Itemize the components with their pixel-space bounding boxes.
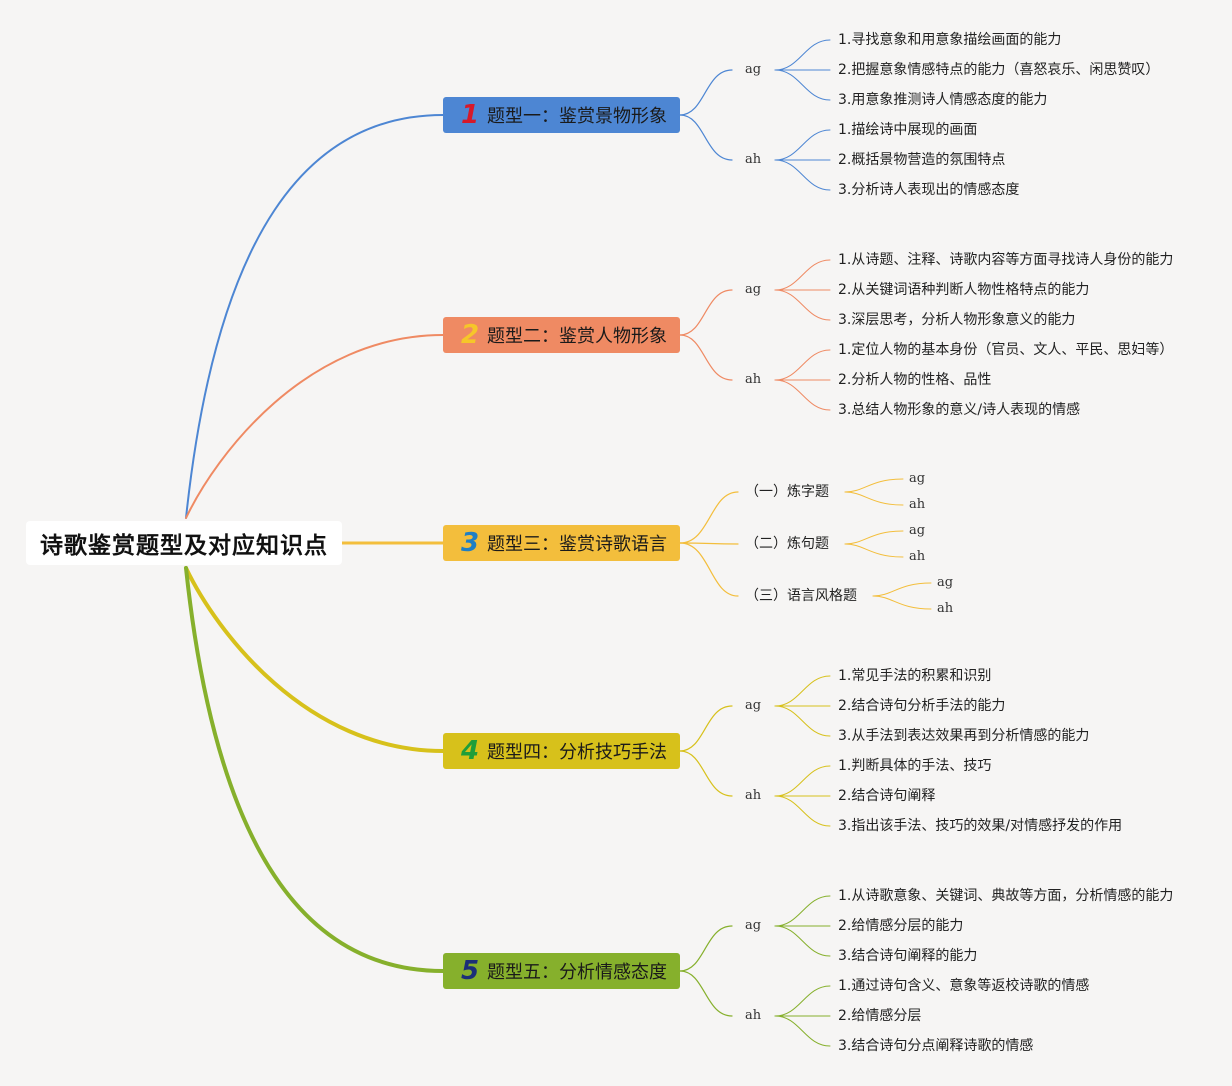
leaf-link <box>844 478 904 493</box>
branch-label: 题型五：分析情感态度 <box>487 962 667 983</box>
branch-label: 题型四：分析技巧手法 <box>487 742 667 763</box>
leaf-link <box>774 349 831 381</box>
leaf-link <box>844 530 904 545</box>
group-link <box>679 705 733 752</box>
branch-topic-5[interactable]: 5 题型五：分析情感态度 <box>443 953 680 989</box>
group-link <box>679 334 733 381</box>
leaf-item[interactable]: 1.定位人物的基本身份（官员、文人、平民、思妇等） <box>838 342 1174 358</box>
leaf-item[interactable]: 3.从手法到表达效果再到分析情感的能力 <box>838 728 1090 744</box>
leaf-item[interactable]: 2.分析人物的性格、品性 <box>838 372 992 388</box>
root-link-1 <box>185 114 444 519</box>
group-label-ag[interactable]: ag <box>745 62 762 77</box>
group-label-ah[interactable]: ah <box>745 152 762 167</box>
leaf-link <box>774 39 831 71</box>
group-label-ag[interactable]: ag <box>745 282 762 297</box>
leaf-item[interactable]: ah <box>909 497 926 512</box>
leaf-item[interactable]: 3.用意象推测诗人情感态度的能力 <box>838 92 1048 108</box>
branch-number: 3 <box>461 528 480 558</box>
leaf-link <box>774 765 831 797</box>
leaf-item[interactable]: 2.结合诗句阐释 <box>838 788 936 804</box>
branch-topic-4[interactable]: 4 题型四：分析技巧手法 <box>443 733 680 769</box>
leaf-item[interactable]: 2.结合诗句分析手法的能力 <box>838 698 1006 714</box>
leaf-link <box>774 705 831 737</box>
sub-topic[interactable]: （二）炼句题 <box>745 536 829 552</box>
leaf-item[interactable]: 1.描绘诗中展现的画面 <box>838 122 978 138</box>
sub-topic[interactable]: （三）语言风格题 <box>745 588 857 604</box>
root-topic[interactable]: 诗歌鉴赏题型及对应知识点 <box>26 521 342 565</box>
branch-number: 5 <box>461 956 480 986</box>
leaf-item[interactable]: 1.常见手法的积累和识别 <box>838 668 992 684</box>
leaf-item[interactable]: 1.判断具体的手法、技巧 <box>838 758 992 774</box>
sub-link <box>679 542 739 545</box>
leaf-link <box>844 543 904 558</box>
leaf-item[interactable]: ah <box>909 549 926 564</box>
leaf-link <box>872 582 932 597</box>
branch-label: 题型二：鉴赏人物形象 <box>487 326 667 347</box>
branch-number: 4 <box>461 736 480 766</box>
leaf-item[interactable]: 2.概括景物营造的氛围特点 <box>838 152 1006 168</box>
leaf-link <box>774 795 831 827</box>
sub-topic[interactable]: （一）炼字题 <box>745 484 829 500</box>
leaf-link <box>774 895 831 927</box>
branch-number: 1 <box>461 100 480 130</box>
leaf-item[interactable]: ah <box>937 601 954 616</box>
sub-link <box>679 491 739 544</box>
leaf-item[interactable]: ag <box>937 575 954 590</box>
group-link <box>679 750 733 797</box>
leaf-link <box>774 379 831 411</box>
leaf-item[interactable]: 2.给情感分层 <box>838 1008 922 1024</box>
branch-topic-2[interactable]: 2 题型二：鉴赏人物形象 <box>443 317 680 353</box>
leaf-link <box>774 129 831 161</box>
branch-topic-1[interactable]: 1 题型一：鉴赏景物形象 <box>443 97 680 133</box>
leaf-item[interactable]: 2.从关键词语种判断人物性格特点的能力 <box>838 282 1090 298</box>
leaf-link <box>774 925 831 957</box>
leaf-item[interactable]: 1.从诗歌意象、关键词、典故等方面，分析情感的能力 <box>838 888 1174 904</box>
leaf-link <box>872 595 932 610</box>
leaf-item[interactable]: 3.指出该手法、技巧的效果/对情感抒发的作用 <box>838 818 1123 834</box>
group-link <box>679 289 733 336</box>
group-label-ag[interactable]: ag <box>745 918 762 933</box>
leaf-link <box>774 69 831 101</box>
group-link <box>679 114 733 161</box>
leaf-item[interactable]: ag <box>909 523 926 538</box>
leaf-item[interactable]: 3.结合诗句分点阐释诗歌的情感 <box>838 1038 1034 1054</box>
root-link-5 <box>184 566 445 973</box>
leaf-item[interactable]: 2.给情感分层的能力 <box>838 918 964 934</box>
group-label-ah[interactable]: ah <box>745 372 762 387</box>
branch-label: 题型三：鉴赏诗歌语言 <box>487 534 667 555</box>
group-label-ag[interactable]: ag <box>745 698 762 713</box>
root-link-4 <box>184 566 445 753</box>
leaf-item[interactable]: 2.把握意象情感特点的能力（喜怒哀乐、闲思赞叹） <box>838 62 1160 78</box>
leaf-link <box>774 289 831 321</box>
leaf-link <box>774 985 831 1017</box>
group-link <box>679 69 733 116</box>
leaf-item[interactable]: 3.深层思考，分析人物形象意义的能力 <box>838 312 1076 328</box>
leaf-item[interactable]: 3.结合诗句阐释的能力 <box>838 948 978 964</box>
leaf-link <box>774 1015 831 1047</box>
leaf-link <box>774 675 831 707</box>
group-label-ah[interactable]: ah <box>745 788 762 803</box>
leaf-item[interactable]: ag <box>909 471 926 486</box>
leaf-link <box>774 159 831 191</box>
leaf-link <box>774 259 831 291</box>
branch-number: 2 <box>461 320 480 350</box>
branch-topic-3[interactable]: 3 题型三：鉴赏诗歌语言 <box>443 525 680 561</box>
root-link-2 <box>185 334 444 519</box>
leaf-item[interactable]: 1.寻找意象和用意象描绘画面的能力 <box>838 32 1062 48</box>
leaf-item[interactable]: 1.从诗题、注释、诗歌内容等方面寻找诗人身份的能力 <box>838 252 1174 268</box>
leaf-item[interactable]: 3.总结人物形象的意义/诗人表现的情感 <box>838 402 1081 418</box>
branch-label: 题型一：鉴赏景物形象 <box>487 106 667 127</box>
group-label-ah[interactable]: ah <box>745 1008 762 1023</box>
group-link <box>679 925 733 972</box>
sub-link <box>679 542 739 597</box>
leaf-item[interactable]: 3.分析诗人表现出的情感态度 <box>838 182 1020 198</box>
leaf-link <box>844 491 904 506</box>
group-link <box>679 970 733 1017</box>
leaf-item[interactable]: 1.通过诗句含义、意象等返校诗歌的情感 <box>838 978 1090 994</box>
